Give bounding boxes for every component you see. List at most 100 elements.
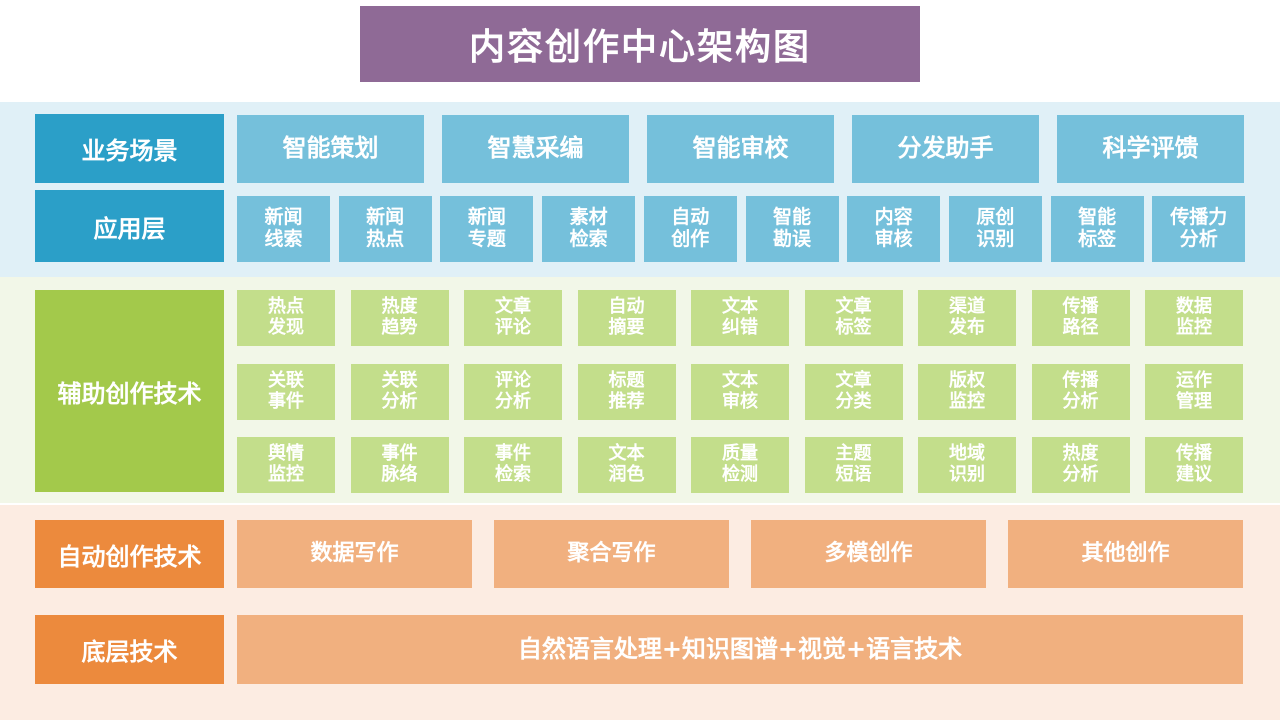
box-line: 热度 — [1062, 443, 1099, 465]
box-line: 脉络 — [381, 464, 418, 485]
box-line: 专题 — [467, 228, 506, 250]
assist-tech-box: 质量检测 — [691, 437, 789, 493]
box-line: 智能 — [1078, 206, 1117, 229]
box-line: 管理 — [1176, 390, 1212, 412]
box-line: 新闻 — [467, 206, 506, 229]
box-line: 文本 — [722, 369, 758, 391]
box-line: 质量 — [722, 443, 758, 465]
assist-tech-box: 关联事件 — [237, 363, 335, 420]
box-line: 传播 — [1062, 369, 1099, 391]
assist-tech-box: 舆情监控 — [237, 437, 335, 493]
box-line: 线索 — [264, 228, 303, 250]
diagram-title: 内容创作中心架构图 — [360, 6, 920, 82]
assist-tech-box: 运作管理 — [1145, 363, 1243, 420]
application-box: 内容审核 — [847, 196, 941, 262]
assist-tech-box: 传播分析 — [1031, 363, 1130, 420]
box-line: 分析 — [1179, 228, 1218, 250]
auto-tech-box: 聚合写作 — [494, 520, 729, 588]
box-line: 热点 — [366, 228, 405, 250]
box-line: 舆情 — [268, 443, 304, 465]
assist-label: 辅助创作技术 — [35, 290, 224, 492]
application-box: 原创识别 — [948, 196, 1042, 262]
box-line: 标签 — [1078, 228, 1117, 250]
application-box: 新闻专题 — [440, 196, 534, 262]
box-line: 检测 — [722, 464, 758, 485]
box-line: 事件 — [381, 443, 418, 465]
assist-tech-box: 文本润色 — [577, 437, 676, 493]
box-line: 监控 — [268, 464, 304, 485]
box-line: 标题 — [608, 369, 645, 391]
box-line: 运作 — [1176, 369, 1212, 391]
assist-tech-box: 文章评论 — [464, 290, 562, 346]
box-line: 监控 — [1176, 317, 1212, 338]
assist-tech-box: 关联分析 — [350, 363, 449, 420]
assist-tech-box: 标题推荐 — [577, 363, 676, 420]
auto-label: 自动创作技术 — [35, 520, 224, 588]
box-line: 评论 — [495, 369, 531, 391]
box-line: 新闻 — [366, 206, 405, 229]
auto-tech-box: 多模创作 — [751, 520, 986, 588]
assist-tech-box: 数据监控 — [1145, 290, 1243, 346]
box-line: 评论 — [495, 317, 531, 338]
assist-tech-box: 事件脉络 — [350, 437, 449, 493]
box-line: 内容 — [874, 206, 913, 229]
box-line: 勘误 — [772, 228, 811, 250]
box-line: 建议 — [1176, 464, 1212, 485]
box-line: 创作 — [671, 228, 710, 250]
box-line: 识别 — [976, 228, 1015, 250]
application-box: 智能标签 — [1050, 196, 1144, 262]
business-scene-box: 智能策划 — [237, 115, 424, 183]
business-scene-box: 智能审校 — [647, 115, 834, 183]
box-line: 事件 — [495, 443, 531, 465]
assist-tech-box: 热点发现 — [237, 290, 335, 346]
box-line: 关联 — [268, 369, 304, 391]
box-line: 自动 — [608, 296, 645, 318]
box-line: 传播 — [1062, 296, 1099, 318]
box-line: 文本 — [722, 296, 758, 318]
box-line: 推荐 — [608, 390, 645, 412]
box-line: 原创 — [976, 206, 1015, 229]
box-line: 文章 — [495, 296, 531, 318]
box-line: 发布 — [949, 317, 985, 338]
box-line: 新闻 — [264, 206, 303, 229]
box-line: 短语 — [835, 464, 872, 485]
box-line: 审核 — [722, 390, 758, 412]
box-line: 热点 — [268, 296, 304, 318]
box-line: 自动 — [671, 206, 710, 229]
assist-tech-box: 文章分类 — [804, 363, 903, 420]
assist-tech-box: 文本纠错 — [691, 290, 789, 346]
business-scene-box: 科学评馈 — [1057, 115, 1244, 183]
box-line: 检索 — [569, 228, 608, 250]
business-scene-box: 智慧采编 — [442, 115, 629, 183]
box-line: 文章 — [835, 369, 872, 391]
box-line: 热度 — [381, 296, 418, 318]
base-label: 底层技术 — [35, 615, 224, 684]
assist-tech-box: 传播路径 — [1031, 290, 1130, 346]
application-box: 新闻线索 — [237, 196, 330, 262]
box-line: 摘要 — [608, 317, 645, 338]
box-line: 纠错 — [722, 317, 758, 338]
assist-tech-box: 传播建议 — [1145, 437, 1243, 493]
box-line: 版权 — [949, 369, 985, 391]
assist-tech-box: 主题短语 — [804, 437, 903, 493]
application-box: 新闻热点 — [338, 196, 432, 262]
box-line: 分析 — [381, 390, 418, 412]
box-line: 地域 — [949, 443, 985, 465]
application-box: 自动创作 — [643, 196, 737, 262]
application-label: 应用层 — [35, 190, 224, 262]
application-box: 智能勘误 — [745, 196, 839, 262]
box-line: 趋势 — [381, 317, 418, 338]
box-line: 传播力 — [1170, 206, 1228, 229]
assist-tech-box: 事件检索 — [464, 437, 562, 493]
assist-tech-box: 文本审核 — [691, 363, 789, 420]
box-line: 标签 — [835, 317, 872, 338]
box-line: 传播 — [1176, 443, 1212, 465]
box-line: 智能 — [772, 206, 811, 229]
box-line: 分析 — [495, 390, 531, 412]
application-box: 素材检索 — [542, 196, 636, 262]
assist-tech-box: 渠道发布 — [918, 290, 1016, 346]
box-line: 分析 — [1062, 464, 1099, 485]
box-line: 渠道 — [949, 296, 985, 318]
assist-tech-box: 自动摘要 — [577, 290, 676, 346]
box-line: 润色 — [608, 464, 645, 485]
